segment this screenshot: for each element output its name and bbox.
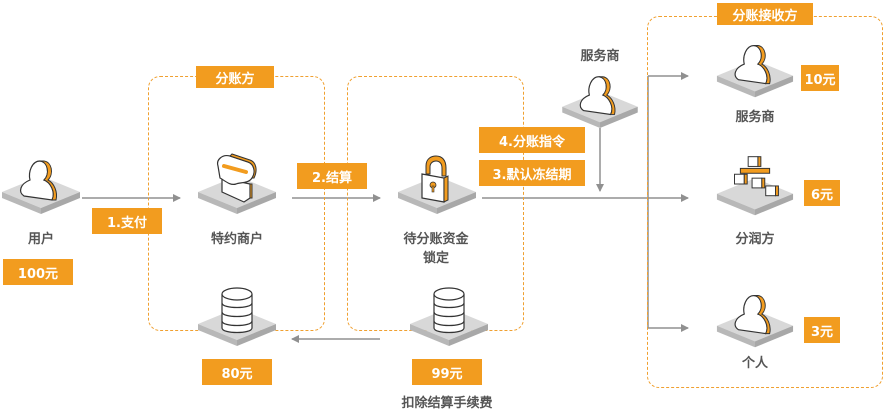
step-default-freeze: 3.默认冻结期 bbox=[479, 160, 585, 186]
receiver-service-provider-node-icon bbox=[716, 44, 794, 98]
user-icon bbox=[734, 294, 771, 335]
step-pay: 1.支付 bbox=[92, 208, 162, 234]
receiver-individual-label: 个人 bbox=[741, 356, 768, 371]
receiver-profit-party-amount: 6元 bbox=[804, 180, 840, 206]
merchant-label: 特约商户 bbox=[210, 232, 263, 247]
fee-db-label: 扣除结算手续费 bbox=[401, 396, 493, 411]
user-icon bbox=[20, 160, 57, 201]
user-label: 用户 bbox=[27, 232, 54, 247]
locked-funds-label-line1: 待分账资金 bbox=[403, 232, 469, 247]
receiver-profit-party-node-icon bbox=[716, 156, 794, 216]
step-settle: 2.结算 bbox=[297, 163, 367, 189]
merchant-db-amount: 80元 bbox=[202, 359, 272, 385]
locked-funds-label-line2: 锁定 bbox=[422, 251, 449, 266]
receiver-individual-amount: 3元 bbox=[804, 317, 840, 343]
user-icon bbox=[734, 44, 771, 85]
service-provider-top-label: 服务商 bbox=[580, 49, 620, 64]
receiver-service-provider-label: 服务商 bbox=[735, 110, 775, 125]
merchant-node-icon bbox=[198, 153, 276, 214]
payer-group-title: 分账方 bbox=[196, 66, 274, 88]
merchant-db-node-icon bbox=[198, 287, 276, 346]
user-icon bbox=[579, 76, 616, 116]
lock-icon bbox=[421, 155, 449, 203]
database-icon bbox=[433, 287, 465, 334]
user-node-icon bbox=[2, 160, 80, 214]
fee-db-amount: 99元 bbox=[412, 359, 482, 385]
receiver-profit-party-label: 分润方 bbox=[735, 232, 775, 247]
receiver-service-provider-amount: 10元 bbox=[801, 65, 839, 91]
platform-icon bbox=[398, 176, 476, 214]
receivers-group-title: 分账接收方 bbox=[717, 3, 813, 25]
org-chart-icon bbox=[734, 156, 779, 197]
step-split-command: 4.分账指令 bbox=[479, 127, 585, 153]
store-icon bbox=[217, 153, 257, 203]
fee-db-node-icon bbox=[410, 287, 488, 346]
locked-funds-node-icon bbox=[398, 155, 476, 214]
database-icon bbox=[221, 287, 253, 334]
receiver-individual-node-icon bbox=[716, 294, 794, 348]
service-provider-top-node-icon bbox=[562, 76, 638, 128]
user-amount: 100元 bbox=[3, 259, 73, 285]
